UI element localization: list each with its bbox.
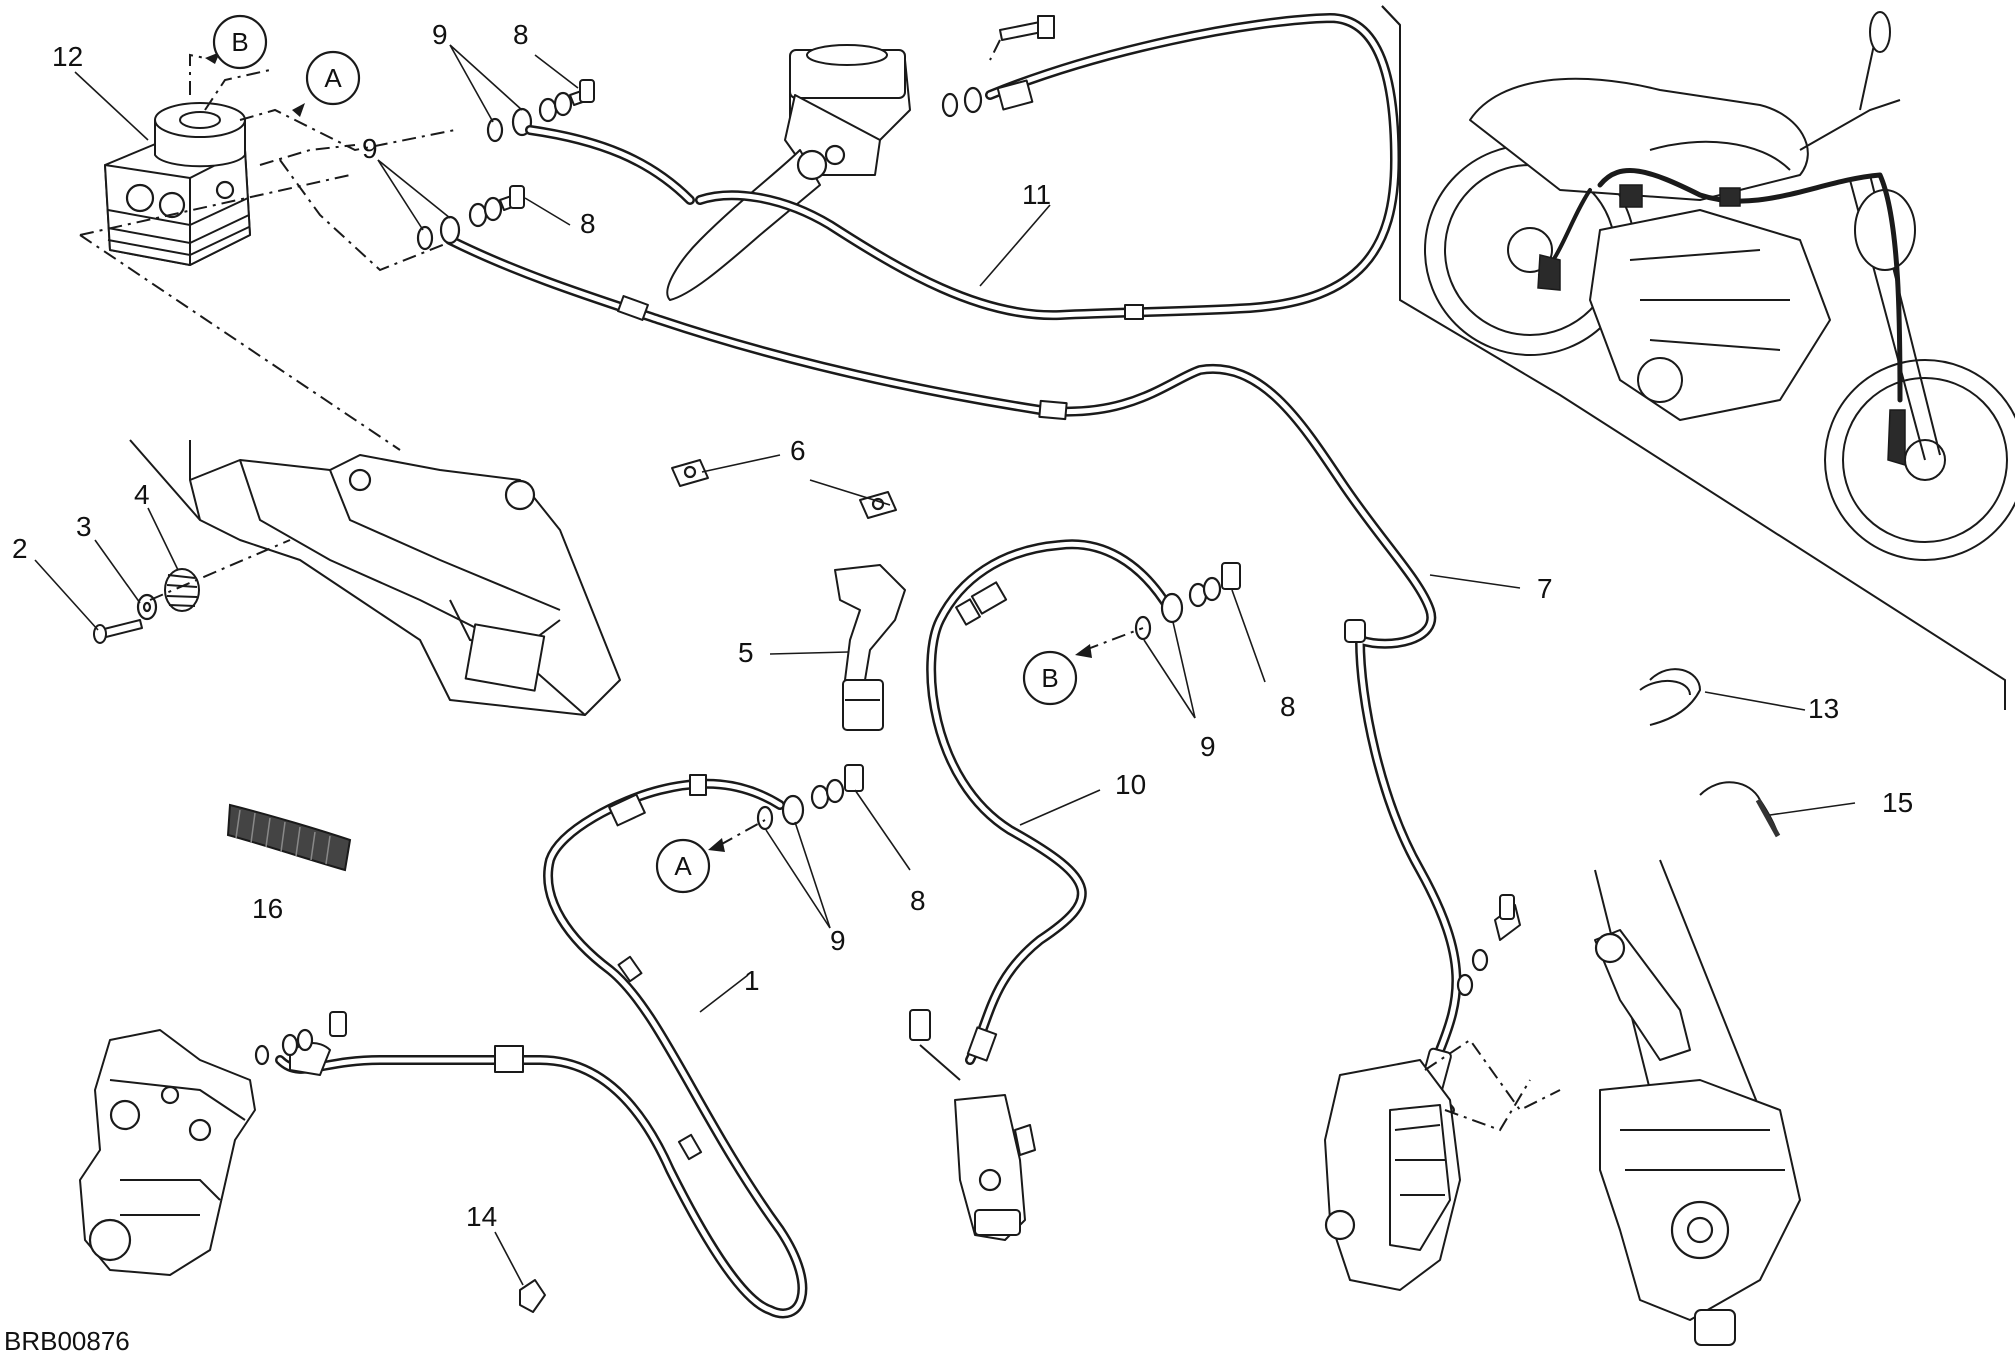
callout-12: 12 — [52, 41, 83, 72]
callout-8-a: 8 — [910, 885, 926, 916]
callout-16: 16 — [252, 893, 283, 924]
callout-13: 13 — [1808, 693, 1839, 724]
callout-5: 5 — [738, 637, 754, 668]
svg-text:B: B — [1041, 663, 1058, 693]
callout-8-upper-b: 8 — [580, 208, 596, 239]
callout-3: 3 — [76, 511, 92, 542]
motorcycle-inset — [1381, 5, 2015, 710]
front-caliper-and-fork — [1324, 859, 1801, 1346]
connection-label-a-hose: A — [655, 838, 711, 894]
svg-text:A: A — [674, 851, 692, 881]
callout-14: 14 — [466, 1201, 497, 1232]
abs-control-unit — [104, 102, 251, 266]
callout-8-b: 8 — [1280, 691, 1296, 722]
callout-9-upper-b: 9 — [362, 133, 378, 164]
callout-2: 2 — [12, 533, 28, 564]
screw-washer-grommet — [93, 539, 291, 644]
front-master-cylinder — [666, 15, 1055, 301]
callout-9-b: 9 — [1200, 731, 1216, 762]
small-clip — [519, 1279, 546, 1313]
connection-label-b-hose: B — [1022, 650, 1078, 706]
document-code: BRB00876 — [4, 1326, 130, 1356]
callout-8-upper-a: 8 — [513, 19, 529, 50]
connection-label-a-top: A — [305, 50, 361, 106]
brake-hose-1 — [275, 774, 808, 1319]
callout-labels: 12 2 3 4 9 8 9 8 11 6 5 7 8 9 13 10 15 1… — [4, 19, 1913, 1356]
rear-master-cylinder — [909, 1009, 1036, 1241]
svg-text:A: A — [324, 63, 342, 93]
brake-hose-11 — [695, 13, 1400, 321]
callout-11: 11 — [1022, 179, 1051, 210]
banjo-fittings-upper — [416, 79, 695, 251]
callout-7: 7 — [1537, 573, 1553, 604]
rear-brake-caliper — [79, 1011, 347, 1276]
callout-9-a: 9 — [830, 925, 846, 956]
svg-text:B: B — [231, 27, 248, 57]
callout-4: 4 — [134, 479, 150, 510]
sensor-bracket — [834, 564, 906, 731]
leader-lines — [34, 44, 1856, 1286]
banjo-fittings-lower — [708, 562, 1241, 852]
callout-1: 1 — [744, 965, 760, 996]
callout-9-upper-a: 9 — [432, 19, 448, 50]
cable-ties — [1639, 668, 1781, 838]
abs-mounting-bracket — [129, 439, 621, 716]
protective-sleeve — [226, 803, 352, 872]
connection-label-b-top: B — [212, 14, 268, 70]
hose-clips — [671, 459, 897, 519]
callout-15: 15 — [1882, 787, 1913, 818]
callout-6: 6 — [790, 435, 806, 466]
callout-10: 10 — [1115, 769, 1146, 800]
brake-hose-10 — [926, 539, 1175, 1065]
